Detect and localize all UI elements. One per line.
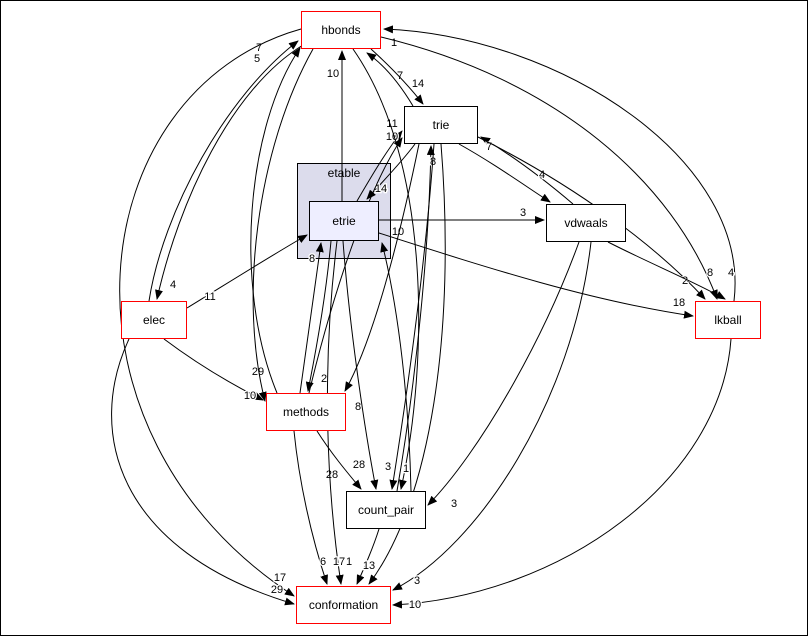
edge-label-trie-to-conformation: 1 (346, 556, 352, 568)
edge-label-count_pair-to-etrie: 10 (392, 226, 404, 238)
node-trie-label: trie (432, 118, 450, 132)
edge-vdwaals-to-conformation (392, 241, 592, 591)
node-count-pair[interactable]: count_pair (346, 491, 426, 529)
node-hbonds[interactable]: hbonds (301, 11, 381, 49)
edge-elec-to-methods (163, 338, 264, 401)
node-hbonds-label: hbonds (321, 23, 361, 37)
edge-elec-to-hbonds (148, 40, 299, 302)
edge-elec-to-etrie (186, 234, 308, 309)
node-etrie-label: etrie (332, 214, 356, 228)
edge-label-trie-to-methods: 8 (355, 401, 361, 413)
edge-trie-to-etrie (366, 143, 416, 200)
node-elec-label: elec (142, 313, 165, 327)
edge-label-hbonds-to-methods: 10 (244, 390, 256, 402)
edge-label-count_pair-to-conformation: 13 (363, 560, 375, 572)
edge-label-vdwaals-to-lkball: 4 (728, 267, 734, 279)
edge-elec-to-conformation (111, 338, 295, 606)
edge-label-hbonds-to-trie: 14 (412, 78, 424, 90)
edge-hbonds-to-trie (370, 48, 424, 105)
edge-label-trie-to-hbonds: 7 (397, 70, 403, 82)
edge-etrie-to-methods (305, 240, 332, 392)
edge-label-hbonds-to-conformation: 17 (274, 572, 286, 584)
edge-hbonds-to-methods (252, 48, 314, 402)
edge-methods-to-etrie (299, 242, 324, 394)
edge-trie-to-hbonds (366, 52, 414, 107)
edge-count_pair-to-trie (396, 145, 435, 492)
edge-label-hbonds-to-count_pair: 1 (403, 463, 409, 475)
edge-label-methods-to-etrie: 8 (309, 253, 315, 265)
edge-hbonds-to-conformation (119, 28, 302, 597)
edge-label-methods-to-count_pair: 28 (326, 469, 338, 481)
edge-trie-to-vdwaals (458, 143, 551, 203)
edge-lkball-to-hbonds (383, 25, 736, 302)
edge-trie-to-methods (344, 143, 420, 392)
edge-label-methods-to-conformation: 6 (320, 556, 326, 568)
edge-label-etrie-to-trie: 11 (386, 118, 397, 130)
node-count-pair-label: count_pair (357, 503, 415, 517)
edge-label-lkball-to-conformation: 10 (409, 599, 421, 611)
edge-etrie-to-lkball (378, 232, 694, 319)
edge-vdwaals-to-lkball (607, 241, 726, 300)
edge-label-trie-to-count_pair: 3 (385, 461, 391, 473)
edge-label-etrie-to-hbonds: 10 (327, 68, 339, 80)
edge-trie-to-count_pair (389, 143, 435, 490)
edge-hbonds-to-count_pair (352, 48, 420, 490)
edge-label-etrie-to-vdwaals: 3 (520, 207, 526, 219)
node-trie[interactable]: trie (404, 106, 478, 144)
node-elec[interactable]: elec (121, 301, 187, 339)
node-methods-label: methods (282, 405, 330, 419)
edge-count_pair-to-etrie (380, 242, 412, 492)
edge-methods-to-count_pair (316, 430, 362, 490)
edge-vdwaals-to-count_pair (427, 241, 580, 506)
edge-etrie-to-count_pair (342, 240, 379, 490)
edge-label-elec-to-methods: 29 (252, 366, 264, 378)
edge-label-elec-to-hbonds: 7 (256, 42, 262, 54)
edge-label-etrie-to-count_pair: 28 (353, 459, 365, 471)
edge-label-vdwaals-to-trie: 7 (486, 141, 492, 153)
node-vdwaals[interactable]: vdwaals (546, 204, 626, 242)
edge-label-hbonds-to-elec: 4 (170, 279, 176, 291)
edge-label-etrie-to-methods: 2 (321, 373, 327, 385)
edge-label-etrie-to-lkball: 18 (673, 297, 685, 309)
edge-methods-to-conformation (293, 430, 328, 585)
edge-label-trie-to-etrie: 14 (375, 183, 387, 195)
node-vdwaals-label: vdwaals (564, 216, 608, 230)
node-conformation-label: conformation (308, 598, 379, 612)
node-methods[interactable]: methods (266, 393, 346, 431)
edge-label-lkball-to-hbonds: 1 (391, 37, 397, 49)
edge-label-elec-to-conformation: 29 (271, 584, 283, 596)
node-etable-label: etable (327, 166, 361, 180)
edge-count_pair-to-conformation (356, 528, 380, 585)
edge-vdwaals-to-trie (480, 136, 574, 205)
edge-label-hbonds-to-lkball: 8 (707, 267, 713, 279)
edge-methods-to-hbonds (250, 47, 301, 394)
edge-label-vdwaals-to-count_pair: 3 (451, 498, 457, 510)
edge-label-vdwaals-to-conformation: 3 (414, 575, 420, 587)
edge-label-trie-to-lkball: 2 (682, 275, 688, 287)
edge-label-etrie-to-conformation: 17 (333, 556, 345, 568)
edge-hbonds-to-elec (155, 44, 304, 300)
edge-trie-to-conformation (368, 143, 446, 585)
node-lkball-label: lkball (714, 313, 742, 327)
edge-label-methods-to-hbonds: 5 (254, 53, 260, 65)
edge-methods-to-trie (308, 137, 403, 394)
edge-label-trie-to-vdwaals: 4 (539, 169, 545, 181)
edge-label-elec-to-etrie: 11 (204, 291, 215, 303)
node-lkball[interactable]: lkball (695, 301, 761, 339)
node-etrie[interactable]: etrie (309, 201, 379, 241)
edge-hbonds-to-lkball (380, 36, 718, 300)
node-conformation[interactable]: conformation (296, 586, 391, 624)
edge-lkball-to-conformation (392, 338, 732, 609)
